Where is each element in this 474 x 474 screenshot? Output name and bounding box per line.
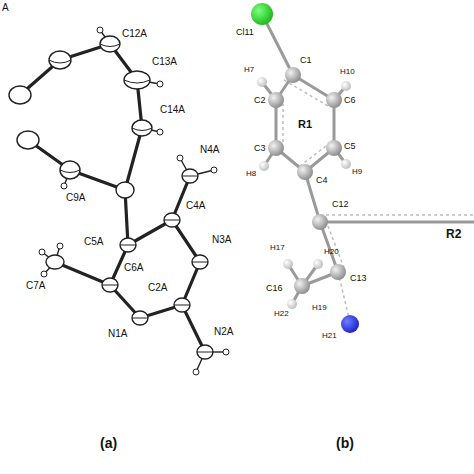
atom-label: C6A	[124, 262, 143, 273]
atom-label: C4A	[186, 200, 205, 211]
atom-label: C2	[254, 96, 266, 106]
atom-label: H8	[246, 170, 256, 179]
ring-label: R1	[298, 118, 312, 130]
atom-label: C16	[266, 284, 283, 294]
atom-label: H7	[244, 66, 254, 75]
atom-label: N4A	[200, 144, 219, 155]
atom-label: N3A	[212, 234, 231, 245]
atom-label: C3	[254, 144, 266, 154]
atom-label: C9A	[66, 192, 85, 203]
atom-label: C12	[332, 200, 349, 210]
atom-label: H21	[322, 332, 337, 341]
panel-label: (b)	[336, 436, 354, 451]
atom-label: H22	[274, 310, 289, 319]
atom-label: N1A	[108, 328, 127, 339]
panel-label: (a)	[100, 436, 117, 451]
ring-label: R2	[446, 228, 461, 241]
atom-label: C12A	[122, 28, 147, 39]
atom-label: H9	[352, 168, 362, 177]
atom-label: C13A	[152, 56, 177, 67]
atom-label: C13	[350, 274, 367, 284]
atom-label: A	[2, 2, 9, 13]
atom-label: H10	[340, 68, 355, 77]
atom-label: C2A	[148, 282, 167, 293]
atom-label: N2A	[214, 326, 233, 337]
atom-label: C14A	[160, 104, 185, 115]
atom-label: H20	[324, 248, 339, 257]
atom-label: C6	[344, 96, 356, 106]
atom-label: C7A	[26, 280, 45, 291]
atom-label: C5A	[84, 236, 103, 247]
atom-label: C5	[344, 142, 356, 152]
atom-label: Cl11	[236, 28, 254, 38]
atom-label: H17	[270, 244, 285, 253]
atom-label: H19	[312, 304, 327, 313]
atom-label: C1	[300, 56, 312, 66]
atom-label: C4	[316, 176, 328, 186]
